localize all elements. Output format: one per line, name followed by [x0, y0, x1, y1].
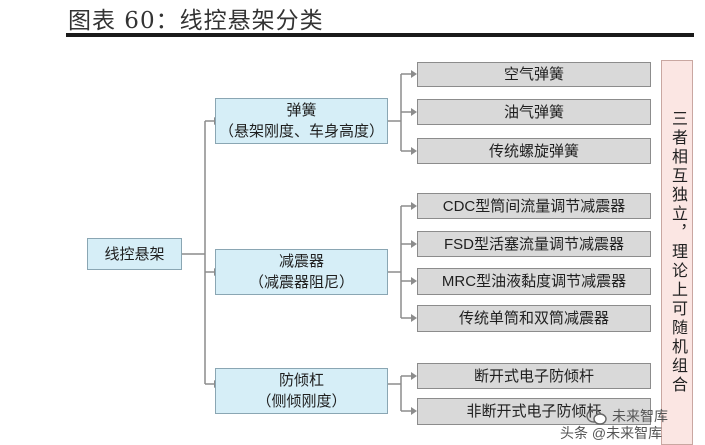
arrowhead — [411, 407, 417, 415]
branch-subtitle: （悬架刚度、车身高度） — [218, 123, 384, 140]
arrowhead — [411, 372, 417, 380]
side-note: 三者相互独立，理论上可随机组合 — [661, 60, 693, 445]
leaf-node: MRC型油液黏度调节减震器 — [417, 268, 651, 295]
branch-title: 减震器 — [278, 253, 324, 270]
watermark-top: 未来智库 — [612, 408, 668, 424]
arrowhead — [411, 108, 417, 116]
branch-title: 防倾杠 — [278, 372, 324, 389]
arrowhead — [411, 147, 417, 155]
leaf-node: 传统单筒和双筒减震器 — [417, 305, 651, 332]
root-label: 线控悬架 — [104, 245, 165, 263]
leaf-node: 非断开式电子防倾杆 — [417, 398, 651, 425]
arrowhead — [411, 70, 417, 78]
leaf-node: 油气弹簧 — [417, 99, 651, 125]
leaf-node: FSD型活塞流量调节减震器 — [417, 231, 651, 257]
branch-title: 弹簧 — [286, 102, 317, 119]
branch-node-damper: 减震器 （减震器阻尼） — [215, 249, 388, 295]
arrowhead — [411, 240, 417, 248]
leaf-node: 空气弹簧 — [417, 62, 651, 87]
wechat-icon — [586, 409, 607, 425]
figure-title: 图表 60：线控悬架分类 — [68, 8, 324, 34]
leaf-node: 传统螺旋弹簧 — [417, 138, 651, 164]
branch-node-spring: 弹簧 （悬架刚度、车身高度） — [215, 98, 388, 144]
arrowhead — [411, 314, 417, 322]
leaf-node: 断开式电子防倾杆 — [417, 363, 651, 389]
title-rule — [66, 33, 694, 37]
branch-subtitle: （侧倾刚度） — [256, 393, 347, 410]
root-node: 线控悬架 — [87, 238, 182, 270]
branch-subtitle: （减震器阻尼） — [248, 274, 354, 291]
arrowhead — [411, 202, 417, 210]
leaf-node: CDC型筒间流量调节减震器 — [417, 193, 651, 219]
watermark-bottom: 头条 @未来智库 — [560, 425, 663, 441]
arrowhead — [411, 277, 417, 285]
branch-node-antiroll: 防倾杠 （侧倾刚度） — [215, 368, 388, 414]
